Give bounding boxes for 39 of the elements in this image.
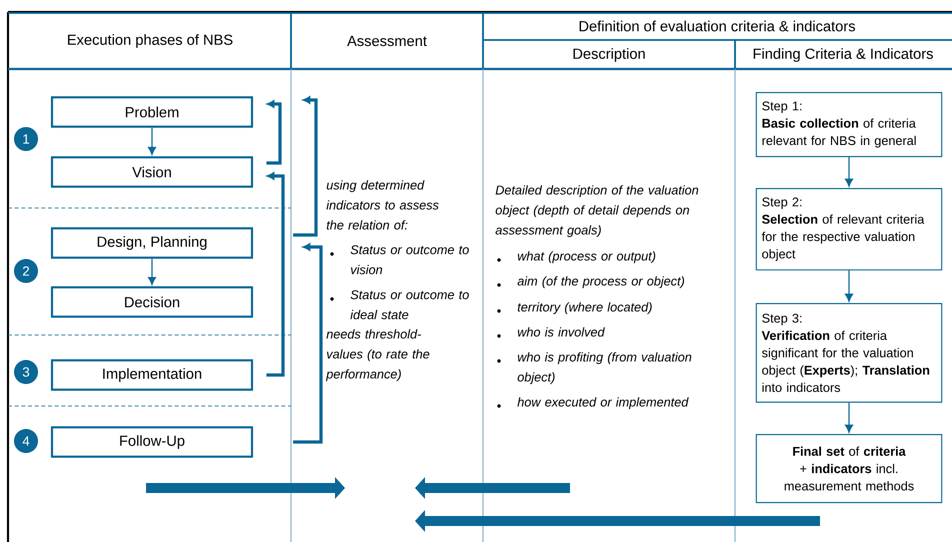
phase-box: Follow-Up [50,426,254,458]
step-box: Step 1: Basic collection of criteria relevant for NBS in general [756,92,942,158]
bullet-item: Status or outcome to vision [350,245,469,274]
phase-number: 2 [14,259,38,283]
step-box: Step 3: Verification of criteria significant for the valuation object (Experts); Translation into indicators [756,303,942,403]
column-heading: Description [574,48,645,62]
bullet-item: aim (of the process or object) [518,276,684,288]
body-text: using determined indicators to assess the relation of: [326,180,439,230]
phase-number: 1 [14,127,38,151]
bullet-item: what (process or output) [518,251,656,264]
arrow [844,402,854,433]
step-box: Final set of criteria + indicators incl. measurement methods [756,434,942,504]
column-heading: Definition of evaluation criteria & indicators [580,20,855,32]
arrow [844,270,854,302]
phase-box: Design, Planning [50,227,254,259]
bullet-item: who is involved [518,327,605,337]
bullet-item: who is profiting (from valuation object) [518,352,692,384]
phase-number: 4 [14,429,38,453]
column-heading: Finding Criteria & Indicators [754,48,933,62]
step-box: Step 2: Selection of relevant criteria for the respective valuation object [756,188,942,270]
feedback-arrow [293,243,323,444]
phase-box: Vision [50,156,254,188]
phase-box: Implementation [50,359,254,391]
arrow [148,128,156,155]
feedback-arrow [266,172,285,377]
body-text: Detailed description of the valuation object (depth of detail depends on assessment goals) [496,185,698,238]
arrow [844,157,854,187]
feedback-arrow [293,96,318,237]
column-heading: Execution phases of NBS [68,34,232,48]
phase-number: 3 [14,360,38,384]
phase-box: Problem [50,96,254,128]
column-heading: Assessment [347,36,427,46]
body-text: needs threshold-values (to rate the performance) [326,329,430,382]
bullet-item: territory (where located) [518,302,652,314]
phase-box: Decision [50,286,254,318]
arrow [148,258,156,285]
feedback-arrow [266,100,282,165]
bullet-item: Status or outcome to ideal state [350,290,469,320]
bullet-item: how executed or implemented [517,397,689,410]
